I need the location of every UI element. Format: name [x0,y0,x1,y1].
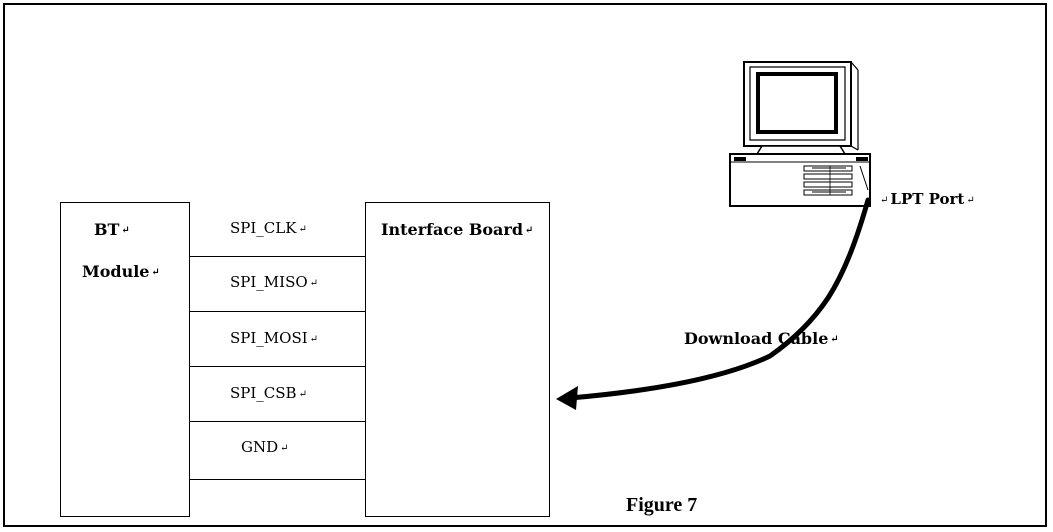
download-cable-label: Download Cable↵ [684,329,839,348]
bt-module-box [60,202,190,517]
bt-module-label-line1: BT↵ [94,220,130,239]
interface-board-label: Interface Board↵ [381,220,534,239]
signal-divider-line [190,366,365,367]
signal-divider-line [190,479,365,480]
bt-module-label-line2: Module↵ [82,262,160,281]
signal-divider-line [190,311,365,312]
interface-board-box [365,202,550,517]
diagram-frame [3,3,1047,527]
signal-divider-line [190,256,365,257]
signal-divider-line [190,421,365,422]
signal-label-spi-csb: SPI_CSB↵ [230,384,307,402]
lpt-port-label: ↵LPT Port↵ [880,190,975,208]
computer-icon [729,61,871,207]
signal-label-spi-miso: SPI_MISO↵ [230,273,319,291]
download-cable [567,197,871,401]
signal-label-spi-mosi: SPI_MOSI↵ [230,329,319,347]
download-cable-arrowhead [556,386,578,410]
signal-label-spi-clk: SPI_CLK↵ [230,219,307,237]
signal-label-gnd: GND↵ [241,438,289,456]
figure-caption: Figure 7 [626,494,698,516]
